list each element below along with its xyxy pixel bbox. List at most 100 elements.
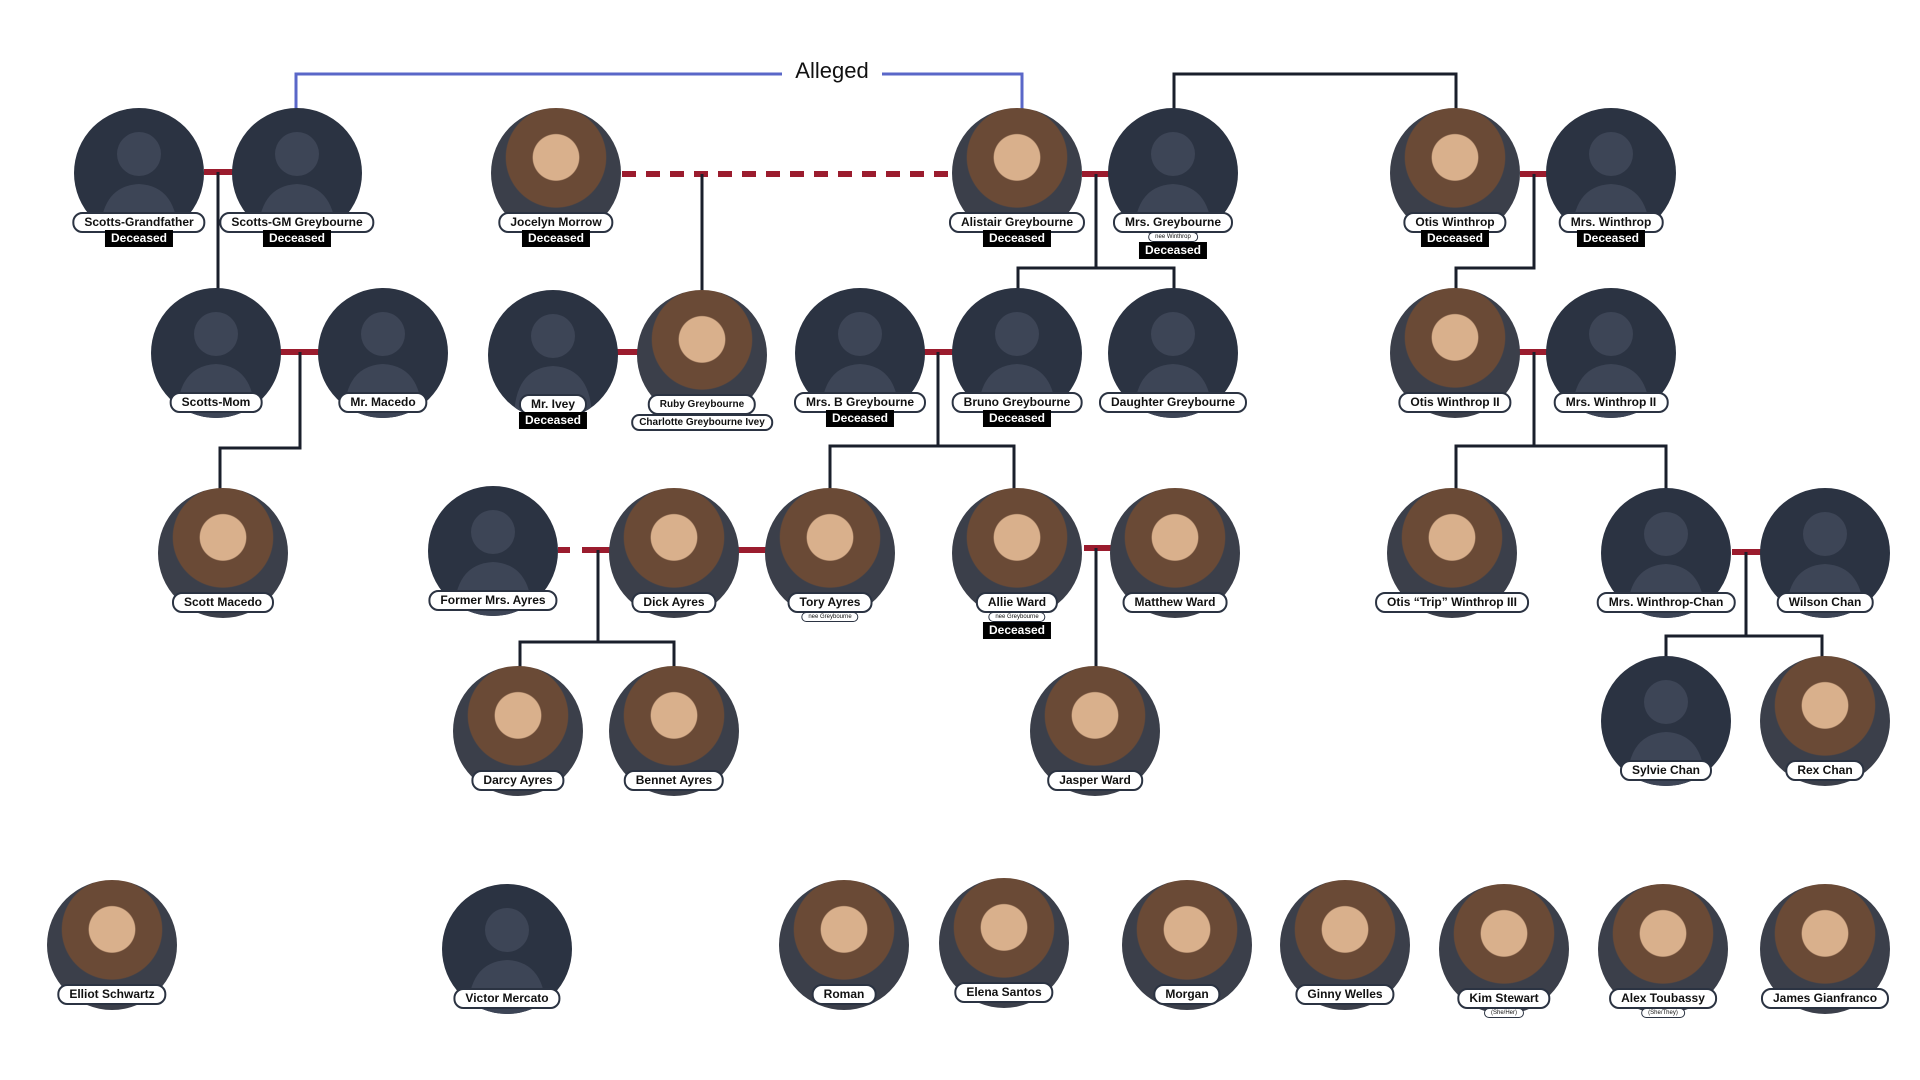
person-name: Morgan: [1153, 984, 1221, 1005]
person-scotts-grandfather[interactable]: Scotts-Grandfather Deceased: [72, 108, 206, 247]
descent-line: [1534, 444, 1668, 490]
deceased-badge: Deceased: [825, 410, 895, 427]
person-ginny-welles[interactable]: Ginny Welles: [1280, 880, 1410, 1010]
descent-line: [1664, 552, 1748, 660]
pronoun-tag: (She/Her): [1483, 1008, 1525, 1018]
person-elena-santos[interactable]: Elena Santos: [939, 878, 1069, 1008]
person-kim-stewart[interactable]: Kim Stewart (She/Her): [1439, 884, 1569, 1018]
descent-line: [518, 550, 600, 670]
person-name: Allie Ward: [975, 592, 1059, 613]
person-name: Dick Ayres: [631, 592, 717, 613]
person-dick-ayres[interactable]: Dick Ayres: [609, 488, 739, 618]
person-name: Daughter Greybourne: [1098, 392, 1248, 413]
person-name: Wilson Chan: [1776, 592, 1874, 613]
person-allie-ward[interactable]: Allie Ward nee Greybourne Deceased: [952, 488, 1082, 639]
person-otis-winthrop-ii[interactable]: Otis Winthrop II: [1390, 288, 1520, 418]
person-wilson-chan[interactable]: Wilson Chan: [1760, 488, 1890, 618]
person-name: Roman: [811, 984, 877, 1005]
person-ruby-greybourne[interactable]: Ruby Greybourne Charlotte Greybourne Ive…: [631, 290, 773, 431]
person-daughter-greybourne[interactable]: Daughter Greybourne: [1098, 288, 1248, 418]
person-mrs-winthrop-chan[interactable]: Mrs. Winthrop-Chan: [1596, 488, 1736, 618]
person-name: Rex Chan: [1785, 760, 1865, 781]
descent-line: [828, 352, 940, 490]
person-roman[interactable]: Roman: [779, 880, 909, 1010]
person-rex-chan[interactable]: Rex Chan: [1760, 656, 1890, 786]
descent-line: [1454, 174, 1536, 292]
person-matthew-ward[interactable]: Matthew Ward: [1110, 488, 1240, 618]
descent-line: [938, 444, 1016, 490]
person-otis-trip-winthrop-iii[interactable]: Otis “Trip” Winthrop III: [1375, 488, 1529, 618]
person-otis-winthrop[interactable]: Otis Winthrop Deceased: [1390, 108, 1520, 247]
person-bruno-greybourne[interactable]: Bruno Greybourne Deceased: [951, 288, 1083, 427]
person-name: Elena Santos: [954, 982, 1054, 1003]
deceased-badge: Deceased: [1138, 242, 1208, 259]
person-james-gianfranco[interactable]: James Gianfranco: [1760, 884, 1890, 1014]
person-jasper-ward[interactable]: Jasper Ward: [1030, 666, 1160, 796]
person-name: Tory Ayres: [787, 592, 873, 613]
person-name: Bennet Ayres: [623, 770, 725, 791]
person-jocelyn-morrow[interactable]: Jocelyn Morrow Deceased: [491, 108, 621, 247]
person-mrs-b-greybourne[interactable]: Mrs. B Greybourne Deceased: [793, 288, 927, 427]
person-mrs-winthrop[interactable]: Mrs. Winthrop Deceased: [1546, 108, 1676, 247]
person-bennet-ayres[interactable]: Bennet Ayres: [609, 666, 739, 796]
person-mrs-greybourne[interactable]: Mrs. Greybourne nee Winthrop Deceased: [1108, 108, 1238, 259]
deceased-badge: Deceased: [518, 412, 588, 429]
person-name: Mrs. Winthrop-Chan: [1596, 592, 1736, 613]
person-darcy-ayres[interactable]: Darcy Ayres: [453, 666, 583, 796]
descent-line: [1016, 174, 1098, 292]
maiden-name-tag: nee Winthrop: [1148, 232, 1198, 242]
person-name: Victor Mercato: [453, 988, 561, 1009]
deceased-badge: Deceased: [104, 230, 174, 247]
person-former-mrs-ayres[interactable]: Former Mrs. Ayres: [428, 486, 558, 616]
pronoun-tag: (She/They): [1641, 1008, 1685, 1018]
person-scotts-gm-greybourne[interactable]: Scotts-GM Greybourne Deceased: [219, 108, 375, 247]
deceased-badge: Deceased: [1576, 230, 1646, 247]
person-name: Mrs. Winthrop II: [1553, 392, 1669, 413]
person-alex-toubassy[interactable]: Alex Toubassy (She/They): [1598, 884, 1728, 1018]
alternate-name: Charlotte Greybourne Ivey: [631, 414, 773, 431]
person-alistair-greybourne[interactable]: Alistair Greybourne Deceased: [948, 108, 1086, 247]
person-name: Elliot Schwartz: [57, 984, 167, 1005]
person-mr-macedo[interactable]: Mr. Macedo: [318, 288, 448, 418]
person-name: Otis “Trip” Winthrop III: [1375, 592, 1529, 613]
person-name: Scott Macedo: [171, 592, 275, 613]
descent-line: [1096, 266, 1176, 292]
person-name: Mrs. Greybourne: [1112, 212, 1234, 233]
person-name: Ruby Greybourne: [647, 394, 757, 415]
deceased-badge: Deceased: [1420, 230, 1490, 247]
descent-line: [1454, 352, 1536, 490]
deceased-badge: Deceased: [982, 410, 1052, 427]
descent-line: [1172, 72, 1458, 124]
maiden-name-tag: nee Greybourne: [801, 612, 859, 622]
person-name: Alistair Greybourne: [948, 212, 1086, 233]
deceased-badge: Deceased: [982, 622, 1052, 639]
person-name: Matthew Ward: [1122, 592, 1228, 613]
maiden-name-tag: nee Greybourne: [988, 612, 1046, 622]
deceased-badge: Deceased: [521, 230, 591, 247]
person-name: Sylvie Chan: [1619, 760, 1713, 781]
person-mrs-winthrop-ii[interactable]: Mrs. Winthrop II: [1546, 288, 1676, 418]
person-sylvie-chan[interactable]: Sylvie Chan: [1601, 656, 1731, 786]
person-name: Alex Toubassy: [1609, 988, 1717, 1009]
person-name: Otis Winthrop II: [1398, 392, 1512, 413]
person-scotts-mom[interactable]: Scotts-Mom: [151, 288, 281, 418]
person-name: Kim Stewart: [1457, 988, 1551, 1009]
person-mr-ivey[interactable]: Mr. Ivey Deceased: [488, 290, 618, 429]
person-tory-ayres[interactable]: Tory Ayres nee Greybourne: [765, 488, 895, 622]
person-morgan[interactable]: Morgan: [1122, 880, 1252, 1010]
descent-line: [598, 640, 676, 670]
alleged-label: Alleged: [782, 58, 882, 84]
person-name: Scotts-Mom: [169, 392, 263, 413]
person-name: Ginny Welles: [1295, 984, 1395, 1005]
person-name: Darcy Ayres: [471, 770, 565, 791]
person-elliot-schwartz[interactable]: Elliot Schwartz: [47, 880, 177, 1010]
person-name: Former Mrs. Ayres: [428, 590, 558, 611]
person-scott-macedo[interactable]: Scott Macedo: [158, 488, 288, 618]
deceased-badge: Deceased: [982, 230, 1052, 247]
person-victor-mercato[interactable]: Victor Mercato: [442, 884, 572, 1014]
person-name: James Gianfranco: [1760, 988, 1890, 1009]
descent-line: [218, 352, 302, 492]
deceased-badge: Deceased: [262, 230, 332, 247]
descent-line: [1746, 634, 1824, 660]
